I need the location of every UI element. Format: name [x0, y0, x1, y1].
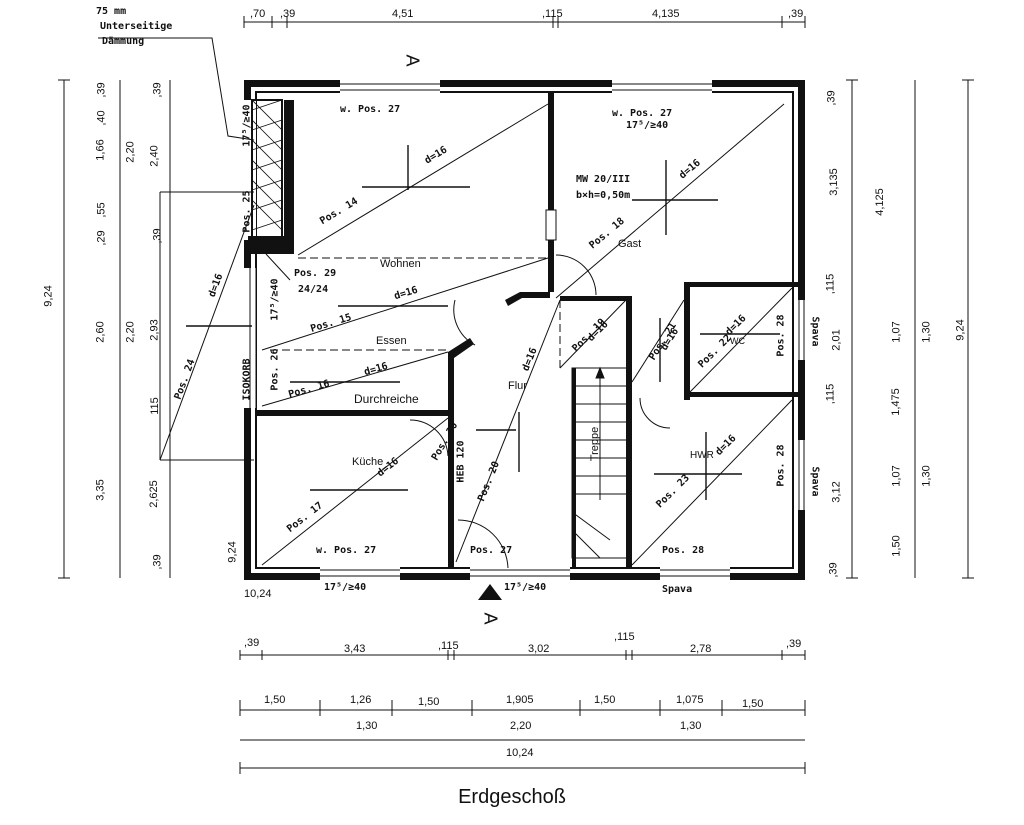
staircase [571, 366, 629, 559]
room-essen: Essen [376, 335, 407, 347]
room-gast: Gast [618, 238, 642, 250]
room-flur: Flur [508, 380, 527, 392]
section-label-top: A [402, 54, 423, 67]
door-swings [409, 254, 671, 569]
room-wohnen: Wohnen [380, 258, 421, 270]
interior-walls [256, 92, 798, 568]
section-marker [478, 584, 502, 600]
room-hwr: HWR [690, 450, 714, 461]
room-treppe: Treppe [589, 426, 602, 462]
drawing-title: Erdgeschoß [458, 786, 566, 808]
dims-bottom-total: 10,24 [506, 747, 534, 759]
room-kueche: Küche [352, 456, 384, 468]
windows [249, 83, 805, 577]
room-durchreiche: Durchreiche [354, 392, 419, 406]
insulation-note: 75 mm Unterseitige Dämmung [96, 6, 173, 47]
section-label-bottom: A [480, 612, 501, 625]
dimension-lines [63, 21, 969, 769]
room-wc: WC [730, 336, 745, 346]
